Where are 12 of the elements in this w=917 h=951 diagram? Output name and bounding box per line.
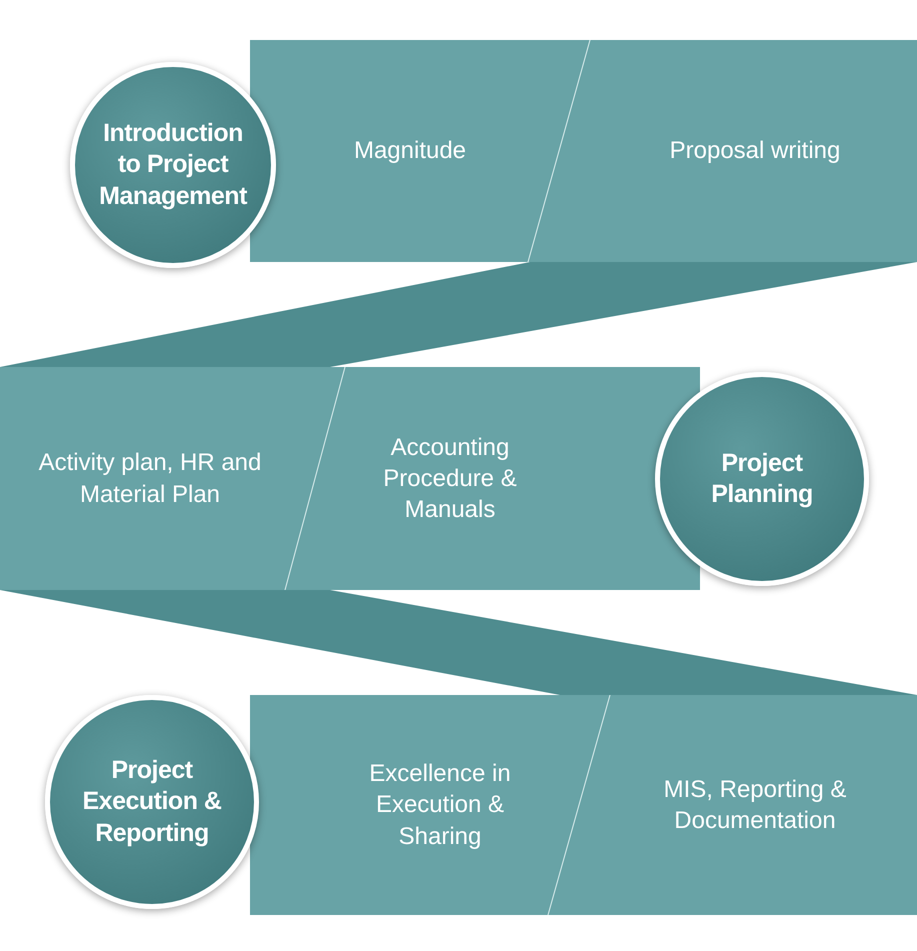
- band: [0, 367, 700, 590]
- circle-title: Introduction to Project Management: [98, 118, 248, 212]
- band: [250, 695, 917, 915]
- topic-text: Magnitude: [354, 136, 466, 166]
- band: [250, 40, 917, 262]
- topic-text: Excellence in Execution & Sharing: [368, 759, 512, 852]
- topic-text: Accounting Procedure & Manuals: [382, 432, 518, 526]
- circle-title: Project Planning: [710, 448, 814, 510]
- topic-text: Activity plan, HR and Material Plan: [38, 448, 262, 510]
- topic-text: MIS, Reporting & Documentation: [662, 774, 848, 836]
- circle-title: Project Execution & Reporting: [82, 755, 222, 849]
- topic-text: Proposal writing: [670, 136, 840, 166]
